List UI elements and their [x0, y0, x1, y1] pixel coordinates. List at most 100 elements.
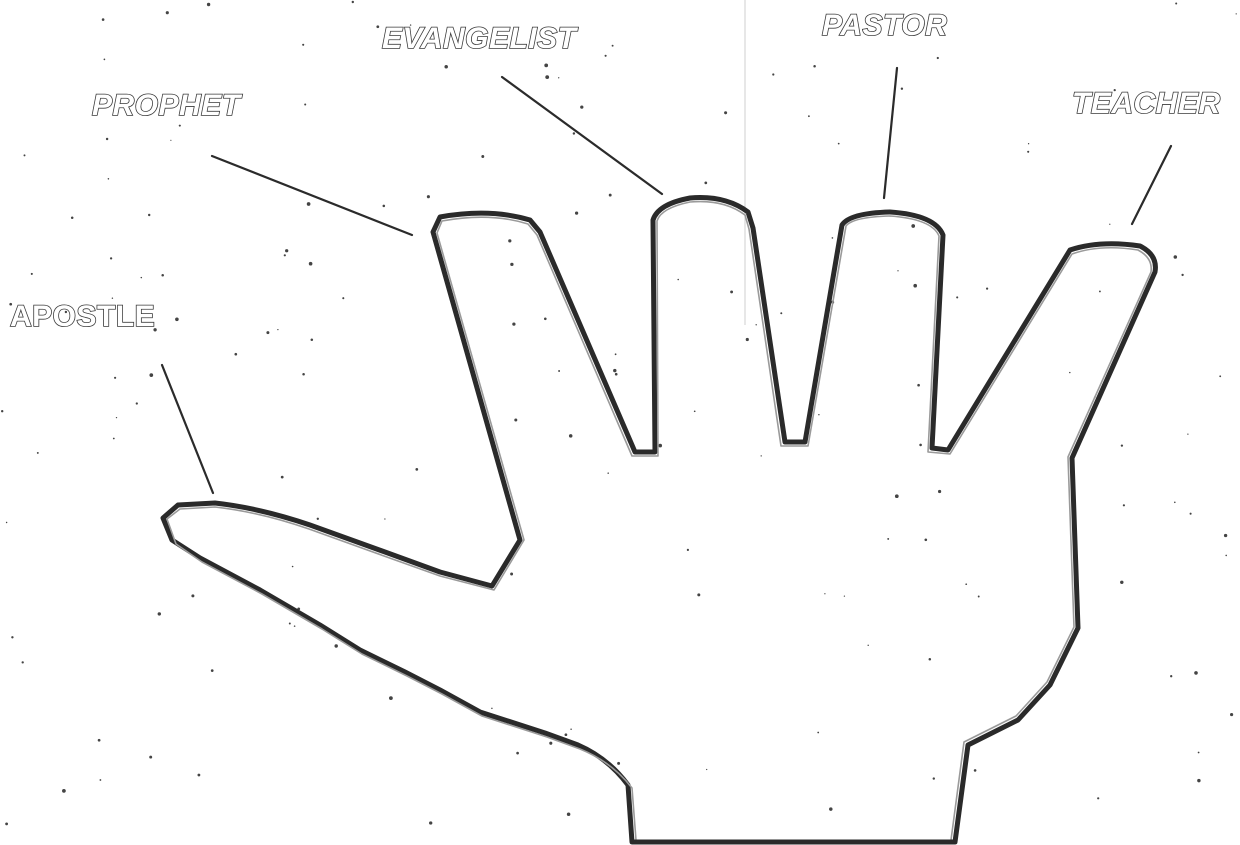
- photocopy-speck: [114, 377, 116, 379]
- photocopy-speck: [730, 290, 733, 293]
- photocopy-speck: [1190, 513, 1192, 515]
- photocopy-speck: [933, 777, 935, 779]
- photocopy-speck: [917, 384, 920, 387]
- label-apostle: APOSTLE: [10, 300, 155, 333]
- photocopy-speck: [1236, 13, 1237, 14]
- photocopy-speck: [615, 353, 617, 355]
- photocopy-speck: [558, 370, 560, 372]
- photocopy-speck: [761, 455, 762, 456]
- photocopy-speck: [965, 583, 967, 585]
- hand-outline-path: [163, 198, 1155, 842]
- label-pastor: PASTOR: [822, 9, 947, 42]
- photocopy-speck: [1174, 502, 1176, 504]
- photocopy-speck: [444, 65, 448, 69]
- photocopy-speck: [491, 708, 492, 709]
- photocopy-speck: [613, 369, 616, 372]
- photocopy-speck: [677, 279, 679, 281]
- photocopy-speck: [897, 270, 898, 271]
- photocopy-speck: [1027, 151, 1029, 153]
- photocopy-speck: [808, 115, 810, 117]
- photocopy-speck: [112, 297, 113, 298]
- photocopy-speck: [197, 774, 200, 777]
- label-prophet: PROPHET: [92, 89, 243, 122]
- photocopy-speck: [832, 237, 834, 239]
- photocopy-speck: [746, 338, 749, 341]
- photocopy-speck: [384, 518, 385, 519]
- photocopy-speck: [549, 742, 552, 745]
- photocopy-speck: [544, 64, 548, 68]
- photocopy-speck: [924, 538, 927, 541]
- photocopy-speck: [191, 594, 194, 597]
- photocopy-speck: [956, 296, 958, 298]
- label-evangelist: EVANGELIST: [382, 22, 579, 55]
- photocopy-speck: [389, 696, 393, 700]
- photocopy-speck: [938, 490, 941, 493]
- photocopy-speck: [1224, 534, 1227, 537]
- photocopy-speck: [697, 593, 700, 596]
- photocopy-speck: [913, 284, 917, 288]
- photocopy-speck: [818, 414, 819, 415]
- photocopy-speck: [605, 55, 607, 57]
- photocopy-speck: [1225, 555, 1227, 557]
- photocopy-speck: [567, 813, 571, 817]
- photocopy-speck: [986, 288, 988, 290]
- photocopy-speck: [780, 312, 782, 314]
- photocopy-speck: [929, 658, 932, 661]
- photocopy-speck: [1230, 713, 1233, 716]
- photocopy-speck: [573, 132, 575, 134]
- photocopy-speck: [724, 111, 727, 114]
- photocopy-speck: [108, 178, 110, 180]
- photocopy-speck: [98, 739, 101, 742]
- photocopy-speck: [1121, 444, 1123, 446]
- photocopy-speck: [281, 476, 284, 479]
- photocopy-speck: [607, 472, 609, 474]
- photocopy-speck: [22, 661, 24, 663]
- photocopy-speck: [317, 518, 319, 520]
- photocopy-speck: [24, 154, 26, 156]
- photocopy-speck: [207, 3, 210, 6]
- photocopy-speck: [383, 205, 386, 208]
- photocopy-speck: [307, 202, 311, 206]
- photocopy-speck: [514, 418, 517, 421]
- photocopy-speck: [148, 214, 150, 216]
- photocopy-speck: [512, 322, 515, 325]
- photocopy-speck: [161, 274, 164, 277]
- photocopy-speck: [376, 25, 379, 28]
- photocopy-speck: [427, 195, 430, 198]
- photocopy-speck: [755, 324, 756, 325]
- photocopy-speck: [516, 752, 519, 755]
- photocopy-speck: [149, 756, 152, 759]
- photocopy-speck: [609, 194, 612, 197]
- photocopy-speck: [829, 807, 832, 810]
- photocopy-speck: [510, 573, 513, 576]
- prophet-leader-line: [212, 156, 412, 235]
- photocopy-speck: [1109, 224, 1110, 225]
- photocopy-speck: [158, 612, 161, 615]
- photocopy-speck: [102, 18, 105, 21]
- hand-outline-shadow: [167, 202, 1151, 840]
- photocopy-speck: [1194, 671, 1198, 675]
- photocopy-speck: [570, 728, 571, 729]
- photocopy-speck: [569, 434, 573, 438]
- photocopy-speck: [1197, 779, 1200, 782]
- teacher-leader-line: [1132, 146, 1171, 224]
- photocopy-speck: [6, 522, 7, 523]
- photocopy-speck: [277, 329, 278, 330]
- photocopy-speck: [1, 410, 3, 412]
- photocopy-speck: [617, 762, 620, 765]
- photocopy-speck: [580, 105, 583, 108]
- photocopy-speck: [136, 402, 138, 404]
- photocopy-speck: [99, 779, 101, 781]
- photocopy-speck: [11, 636, 13, 638]
- photocopy-speck: [352, 1, 354, 3]
- photocopy-speck: [334, 644, 337, 647]
- photocopy-speck: [5, 822, 8, 825]
- photocopy-speck: [113, 438, 115, 440]
- photocopy-speck: [1097, 797, 1099, 799]
- photocopy-speck: [481, 155, 484, 158]
- photocopy-speck: [544, 318, 547, 321]
- photocopy-speck: [311, 338, 314, 341]
- photocopy-speck: [867, 645, 868, 646]
- photocopy-speck: [211, 669, 214, 672]
- photocopy-speck: [62, 789, 66, 793]
